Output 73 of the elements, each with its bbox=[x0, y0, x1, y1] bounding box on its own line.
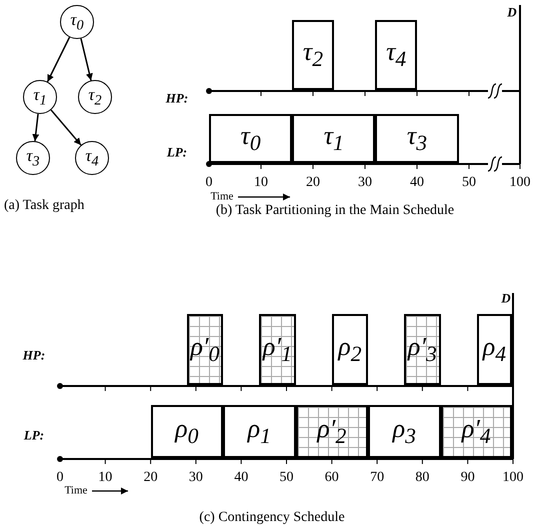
task-label: τ$_{2}$ bbox=[302, 39, 324, 71]
task-label: τ$_{1}$ bbox=[33, 86, 47, 108]
processor-label: LP: bbox=[24, 428, 44, 442]
task-block bbox=[332, 314, 368, 385]
task-label: ρ$_{4}$ bbox=[482, 334, 506, 366]
axis-title: Time bbox=[64, 486, 88, 496]
task-label: τ$_{0}$ bbox=[70, 11, 84, 33]
tick-label: 50 bbox=[462, 176, 476, 190]
caption: (c) Contingency Schedule bbox=[199, 511, 345, 525]
tick-label: 100 bbox=[510, 176, 530, 190]
task-circle bbox=[78, 80, 112, 114]
task-block bbox=[292, 20, 334, 90]
task-label: ρ′$_{4}$ bbox=[462, 416, 491, 448]
task-circle bbox=[75, 141, 109, 175]
task-block bbox=[368, 405, 440, 458]
task-label: τ$_{4}$ bbox=[386, 39, 406, 71]
axis-title: Time bbox=[210, 192, 234, 202]
tick-label: 60 bbox=[324, 471, 339, 485]
task-label: τ$_{2}$ bbox=[88, 86, 102, 108]
caption: (b) Task Partitioning in the Main Schedule bbox=[216, 204, 454, 218]
processor-label: HP: bbox=[22, 348, 46, 362]
task-label: ρ′$_{2}$ bbox=[317, 416, 346, 448]
task-block bbox=[375, 114, 459, 163]
arrow bbox=[46, 36, 70, 82]
deadline-label: D bbox=[507, 6, 517, 18]
tick-label: 10 bbox=[254, 176, 268, 190]
task-block bbox=[476, 314, 512, 385]
task-label: ρ′$_{1}$ bbox=[262, 334, 292, 366]
tick-label: 70 bbox=[370, 471, 384, 485]
tick-label: 80 bbox=[415, 471, 430, 485]
task-block bbox=[292, 114, 376, 163]
task-block bbox=[150, 405, 224, 458]
task-circle bbox=[16, 141, 50, 175]
tick-label: 0 bbox=[56, 471, 64, 485]
tick-label: 50 bbox=[280, 471, 294, 485]
hatched-task-block bbox=[186, 314, 224, 385]
task-label: ρ′$_{0}$ bbox=[190, 334, 220, 366]
deadline-label: D bbox=[501, 292, 511, 304]
tick-label: 40 bbox=[234, 471, 248, 485]
task-label: τ$_{1}$ bbox=[324, 122, 344, 154]
tick-label: 100 bbox=[502, 471, 524, 485]
task-label: τ$_{3}$ bbox=[26, 147, 40, 169]
task-label: ρ$_{0}$ bbox=[175, 416, 198, 448]
tick-label: 30 bbox=[358, 176, 372, 190]
tick-label: 20 bbox=[306, 176, 320, 190]
task-label: τ$_{0}$ bbox=[240, 122, 261, 154]
tick-label: 30 bbox=[188, 471, 203, 485]
task-block bbox=[209, 114, 292, 163]
tick-label: 0 bbox=[206, 176, 212, 190]
hatched-task-block bbox=[440, 405, 512, 458]
task-label: τ$_{3}$ bbox=[406, 122, 428, 154]
hatched-task-block bbox=[404, 314, 440, 385]
tick-label: 20 bbox=[144, 471, 158, 485]
caption: (a) Task graph bbox=[4, 198, 86, 214]
task-circle bbox=[23, 80, 57, 114]
task-label: ρ$_{2}$ bbox=[338, 334, 362, 366]
task-label: τ$_{4}$ bbox=[85, 147, 99, 169]
hatched-task-block bbox=[296, 405, 368, 458]
arrow bbox=[80, 38, 93, 81]
task-block bbox=[223, 405, 296, 458]
hatched-task-block bbox=[259, 314, 296, 385]
task-block bbox=[375, 20, 417, 90]
task-circle bbox=[60, 5, 94, 39]
arrow bbox=[50, 109, 82, 146]
task-label: ρ$_{1}$ bbox=[248, 416, 271, 448]
tick-label: 90 bbox=[460, 471, 475, 485]
task-label: ρ′$_{3}$ bbox=[408, 334, 437, 366]
arrow bbox=[32, 114, 40, 142]
tick-label: 40 bbox=[410, 176, 424, 190]
processor-label: LP: bbox=[166, 146, 188, 158]
processor-label: HP: bbox=[166, 92, 188, 104]
task-label: ρ$_{3}$ bbox=[392, 416, 416, 448]
tick-label: 10 bbox=[98, 471, 112, 485]
